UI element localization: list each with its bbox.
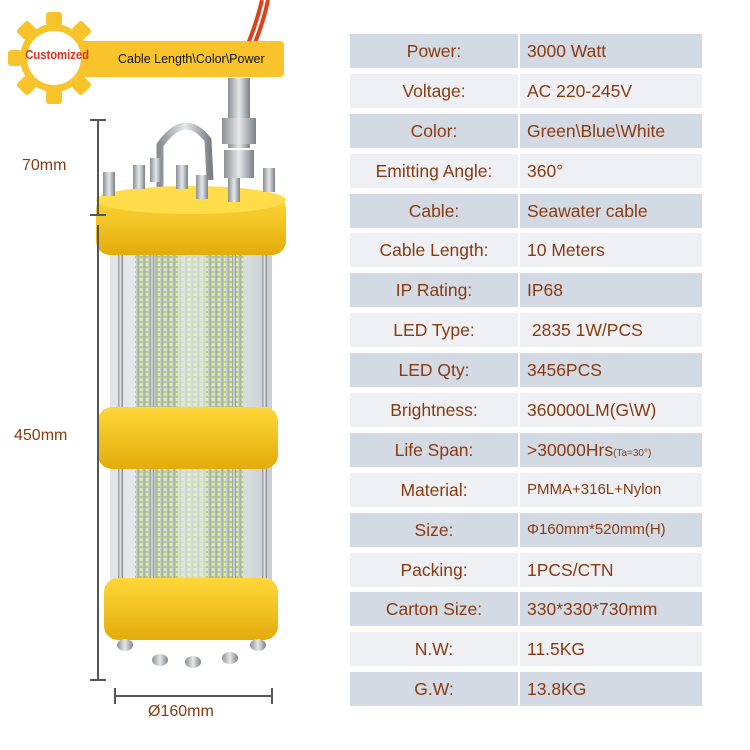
spec-label: Carton Size: <box>350 592 518 627</box>
gear-icon <box>8 12 100 104</box>
spec-value: AC 220-245V <box>520 73 702 108</box>
spec-value: Green\Blue\White <box>520 113 702 148</box>
spec-row-life-span: Life Span: >30000Hrs(Ta=30°) <box>350 432 702 467</box>
spec-row-brightness: Brightness: 360000LM(G\W) <box>350 393 702 428</box>
customization-badge: Cable Length\Color\Power Customized <box>8 12 288 104</box>
customized-label: Customized <box>25 48 90 62</box>
spec-row-net-weight: N.W: 11.5KG <box>350 632 702 667</box>
product-image <box>90 0 286 704</box>
spec-label: Brightness: <box>350 393 518 428</box>
top-height-label: 70mm <box>22 157 67 174</box>
spec-table: Power: 3000 Watt Voltage: AC 220-245V Co… <box>350 34 702 712</box>
spec-value: 11.5KG <box>520 632 702 667</box>
spec-row-cable: Cable: Seawater cable <box>350 193 702 228</box>
diameter-label: Ø160mm <box>148 703 214 720</box>
spec-row-cable-length: Cable Length: 10 Meters <box>350 233 702 268</box>
spec-row-gross-weight: G.W: 13.8KG <box>350 672 702 707</box>
spec-label: N.W: <box>350 632 518 667</box>
spec-value: 330*330*730mm <box>520 592 702 627</box>
spec-label: Cable: <box>350 193 518 228</box>
spec-row-led-type: LED Type: 2835 1W/PCS <box>350 313 702 348</box>
spec-row-packing: Packing: 1PCS/CTN <box>350 552 702 587</box>
life-span-note: (Ta=30°) <box>613 447 652 459</box>
spec-value: 2835 1W/PCS <box>520 313 702 348</box>
spec-label: Color: <box>350 113 518 148</box>
spec-label: Cable Length: <box>350 233 518 268</box>
spec-value: 360000LM(G\W) <box>520 393 702 428</box>
customization-options: Cable Length\Color\Power <box>68 41 284 77</box>
spec-label: Life Span: <box>350 432 518 467</box>
spec-value-life-span: >30000Hrs(Ta=30°) <box>520 432 702 467</box>
spec-value: PMMA+316L+Nylon <box>520 472 702 507</box>
spec-label: LED Type: <box>350 313 518 348</box>
spec-row-color: Color: Green\Blue\White <box>350 113 702 148</box>
spec-row-emitting-angle: Emitting Angle: 360° <box>350 153 702 188</box>
spec-label: Material: <box>350 472 518 507</box>
spec-value: 13.8KG <box>520 672 702 707</box>
spec-label: LED Qty: <box>350 353 518 388</box>
life-span-hours: >30000Hrs <box>527 439 614 460</box>
spec-row-size: Size: Φ160mm*520mm(H) <box>350 512 702 547</box>
spec-row-led-qty: LED Qty: 3456PCS <box>350 353 702 388</box>
spec-label: Voltage: <box>350 73 518 108</box>
spec-label: G.W: <box>350 672 518 707</box>
spec-row-material: Material: PMMA+316L+Nylon <box>350 472 702 507</box>
spec-row-ip-rating: IP Rating: IP68 <box>350 273 702 308</box>
spec-value: Φ160mm*520mm(H) <box>520 512 702 547</box>
spec-label: IP Rating: <box>350 273 518 308</box>
spec-label: Packing: <box>350 552 518 587</box>
spec-value: IP68 <box>520 273 702 308</box>
spec-row-voltage: Voltage: AC 220-245V <box>350 73 702 108</box>
spec-value: 10 Meters <box>520 233 702 268</box>
spec-label: Power: <box>350 34 518 68</box>
spec-value: 3000 Watt <box>520 34 702 68</box>
spec-value: 3456PCS <box>520 353 702 388</box>
body-height-label: 450mm <box>14 427 68 444</box>
spec-label: Size: <box>350 512 518 547</box>
spec-row-power: Power: 3000 Watt <box>350 34 702 68</box>
spec-label: Emitting Angle: <box>350 153 518 188</box>
spec-value: 1PCS/CTN <box>520 552 702 587</box>
spec-row-carton-size: Carton Size: 330*330*730mm <box>350 592 702 627</box>
spec-value: 360° <box>520 153 702 188</box>
spec-value: Seawater cable <box>520 193 702 228</box>
